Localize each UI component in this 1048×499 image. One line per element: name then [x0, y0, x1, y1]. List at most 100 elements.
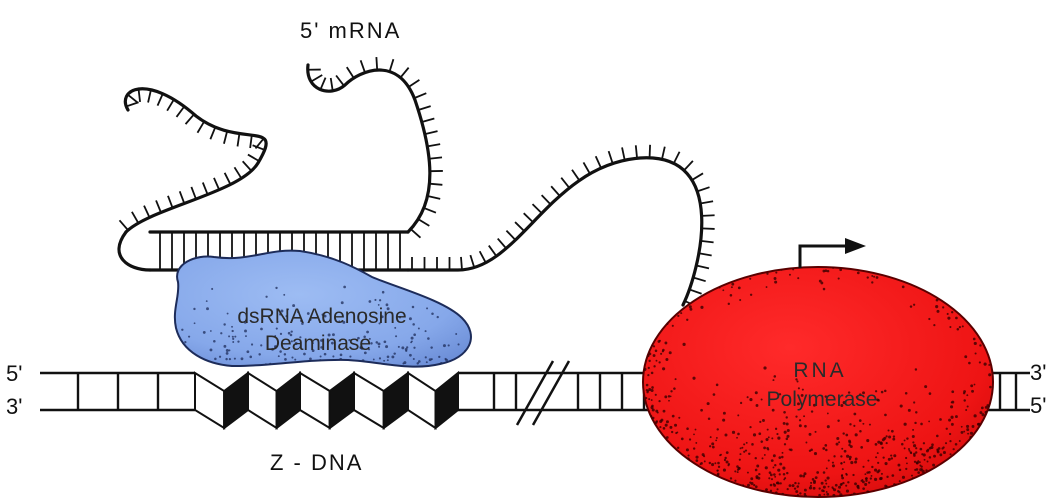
mrna-base-tick: [693, 278, 705, 282]
stipple-dot: [955, 317, 958, 320]
stipple-dot: [950, 405, 953, 408]
mrna-base-tick: [609, 151, 613, 163]
stipple-dot: [986, 404, 989, 407]
stipple-dot: [737, 414, 739, 416]
stipple-dot: [875, 443, 878, 446]
polymerase-enzyme: RNA Polymerase: [643, 267, 993, 498]
stipple-dot: [460, 306, 462, 308]
stipple-dot: [755, 485, 758, 488]
stipple-dot: [955, 415, 958, 418]
stipple-dot: [913, 453, 916, 456]
stipple-dot: [755, 457, 757, 459]
mrna-base-tick: [400, 68, 408, 78]
mrna-base-tick: [506, 231, 515, 240]
stipple-dot: [805, 442, 807, 444]
stipple-dot: [846, 474, 848, 476]
stipple-dot: [867, 276, 869, 278]
stipple-dot: [764, 454, 766, 456]
stipple-dot: [867, 460, 869, 462]
stipple-dot: [981, 406, 984, 409]
stipple-dot: [963, 390, 966, 393]
stipple-dot: [753, 433, 756, 436]
stipple-dot: [877, 399, 880, 402]
stipple-dot: [854, 461, 857, 464]
stipple-dot: [886, 435, 888, 437]
stipple-dot: [936, 435, 939, 438]
stipple-dot: [823, 486, 826, 489]
stipple-dot: [839, 268, 842, 271]
stipple-dot: [714, 462, 716, 464]
stipple-dot: [823, 471, 826, 474]
stipple-dot: [886, 485, 888, 487]
stipple-dot: [951, 401, 953, 403]
stipple-dot: [312, 364, 314, 366]
stipple-dot: [783, 422, 786, 425]
mrna-base-tick: [542, 195, 551, 204]
stipple-dot: [914, 461, 916, 463]
stipple-dot: [943, 451, 946, 454]
stipple-dot: [948, 419, 951, 422]
stipple-dot: [945, 442, 947, 444]
stipple-dot: [840, 455, 842, 457]
stipple-dot: [383, 360, 385, 362]
stipple-dot: [955, 443, 958, 446]
stipple-dot: [438, 356, 440, 358]
stipple-dot: [740, 447, 742, 449]
mrna-base-tick: [186, 114, 194, 124]
stipple-dot: [946, 428, 948, 430]
mrna-base-tick: [428, 196, 441, 199]
stipple-dot: [749, 278, 751, 280]
stipple-dot: [648, 398, 650, 400]
stipple-dot: [365, 367, 368, 370]
stipple-dot: [825, 483, 827, 485]
stipple-dot: [401, 346, 404, 349]
stipple-dot: [324, 368, 327, 371]
stipple-dot: [871, 475, 873, 477]
mrna-label: 5' mRNA: [300, 18, 401, 43]
stipple-dot: [821, 489, 824, 492]
stipple-dot: [469, 363, 471, 365]
stipple-dot: [770, 474, 773, 477]
mrna-base-tick: [191, 187, 196, 199]
stipple-dot: [928, 318, 930, 320]
stipple-dot: [881, 391, 884, 394]
stipple-dot: [822, 447, 825, 450]
stipple-dot: [463, 367, 465, 369]
stipple-dot: [228, 349, 230, 351]
stipple-dot: [724, 459, 726, 461]
stipple-dot: [902, 286, 905, 289]
stipple-dot: [727, 464, 729, 466]
stipple-dot: [862, 423, 864, 425]
stipple-dot: [773, 454, 776, 457]
stipple-dot: [307, 366, 309, 368]
stipple-dot: [411, 337, 414, 340]
stipple-dot: [792, 268, 794, 270]
stipple-dot: [768, 477, 770, 479]
stipple-dot: [249, 356, 252, 359]
stipple-dot: [959, 326, 961, 328]
stipple-dot: [874, 469, 877, 472]
stipple-dot: [921, 468, 923, 470]
zdna-dark-face: [277, 373, 300, 428]
mrna-base-tick: [361, 60, 365, 72]
mrna-base-tick: [311, 75, 322, 82]
stipple-dot: [226, 352, 229, 355]
stipple-dot: [770, 484, 773, 487]
stipple-dot: [874, 478, 877, 481]
mrna-base-tick: [156, 200, 161, 212]
stipple-dot: [881, 447, 883, 449]
mrna-base-tick: [376, 57, 377, 70]
stipple-dot: [686, 448, 689, 451]
stipple-dot: [773, 483, 775, 485]
stipple-dot: [905, 392, 908, 395]
stipple-dot: [686, 427, 689, 430]
stipple-dot: [766, 286, 768, 288]
stipple-dot: [846, 455, 849, 458]
stipple-dot: [713, 393, 716, 396]
stipple-dot: [648, 367, 650, 369]
stipple-dot: [961, 431, 964, 434]
stipple-dot: [758, 432, 761, 435]
stipple-dot: [716, 437, 718, 439]
stipple-dot: [341, 301, 344, 304]
mrna-base-tick: [429, 184, 442, 185]
